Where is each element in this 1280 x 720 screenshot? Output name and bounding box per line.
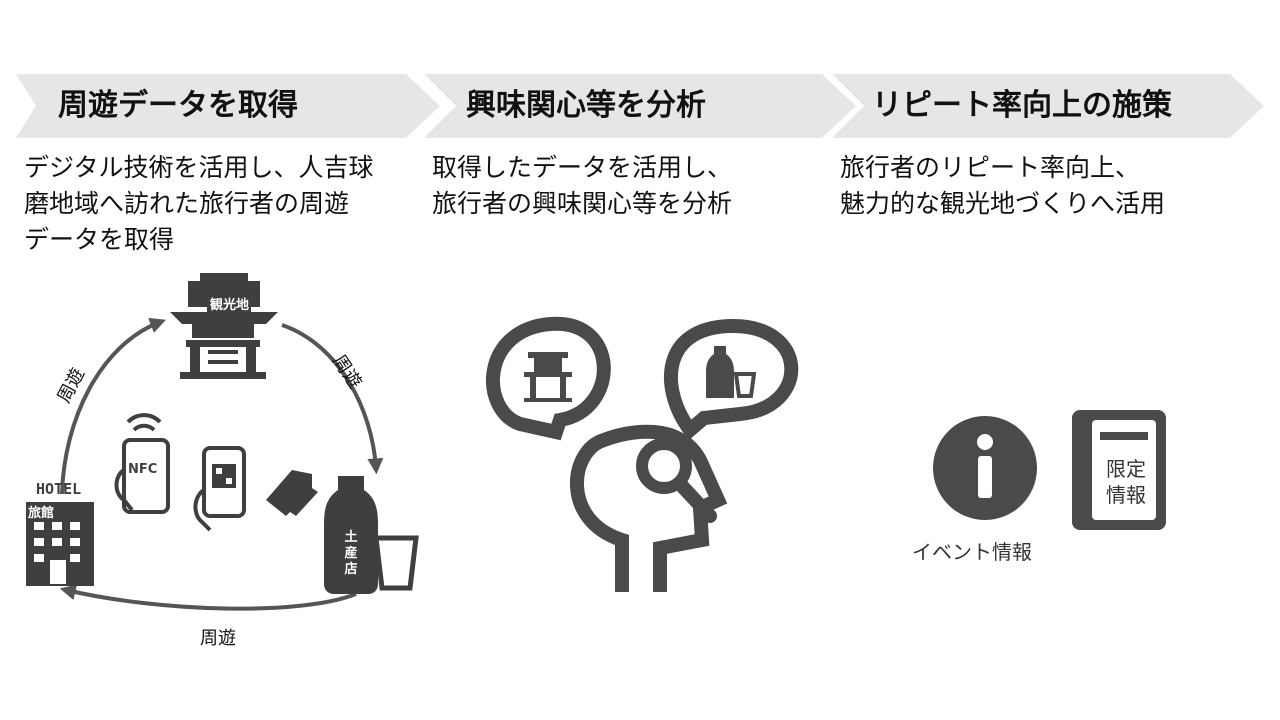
step-2-description: 取得したデータを活用し、 旅行者の興味関心等を分析 [432,153,733,218]
step-3-chevron [832,74,1264,138]
limited-info-book-icon [1072,410,1166,530]
nfc-label: NFC [128,462,158,477]
sake-cup-icon [373,535,419,591]
souvenir-shop-bottle-icon [324,476,378,594]
qr-phone-icon [193,446,246,532]
nfc-phone-icon [114,413,170,514]
event-info-label: イベント情報 [912,540,1032,564]
tour-arrow-right [281,323,384,475]
step-2-chevron [424,74,856,138]
magnifier-icon [636,438,717,523]
tour-label-bottom: 周遊 [200,628,236,649]
shop-label: 土 産 店 [344,530,358,577]
hotel-ja-label: 旅館 [28,506,55,521]
tour-arrow-bottom [59,584,357,611]
speech-bubble-left [485,316,611,441]
step-2-title: 興味関心等を分析 [466,88,706,123]
sightseeing-label: 観光地 [210,298,250,313]
sake-icon-small [706,346,734,398]
info-icon [933,416,1037,520]
tour-arrow-left [60,317,166,495]
step-3-title: リピート率向上の施策 [872,88,1172,123]
step-1-chevron [16,74,440,138]
temple-icon-small [524,352,572,402]
limited-info-label: 限定 情報 [1106,457,1146,507]
speech-bubble-right [664,318,799,441]
head-profile-icon [570,424,728,592]
step-3-description: 旅行者のリピート率向上、 魅力的な観光地づくりへ活用 [840,153,1166,218]
step-1-description: デジタル技術を活用し、人吉球 磨地域へ訪れた旅行者の周遊 データを取得 [24,153,374,254]
ticket-icon [266,470,318,516]
step-1-title: 周遊データを取得 [58,88,298,123]
hotel-en-label: HOTEL [36,480,82,498]
